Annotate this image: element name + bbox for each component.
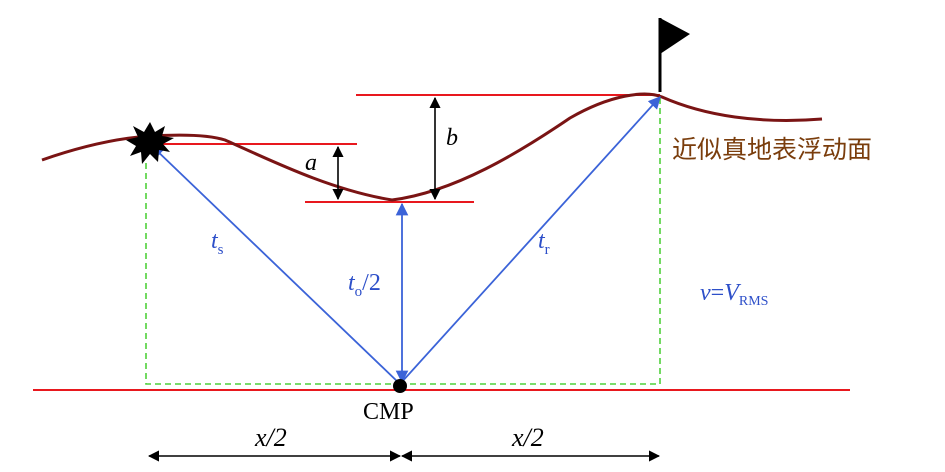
- ray-tr: [399, 96, 661, 385]
- label-a: a: [305, 150, 317, 176]
- dashed-guide-right: [400, 98, 661, 385]
- label-t0: to/2: [348, 270, 381, 300]
- label-ts: ts: [211, 228, 224, 258]
- label-b: b: [446, 125, 458, 151]
- dot-icon: [393, 379, 407, 393]
- velocity-label: v=VRMS: [700, 280, 768, 309]
- surface-label: 近似真地表浮动面: [672, 135, 872, 164]
- explosion-icon: [126, 122, 174, 164]
- label-tr: tr: [538, 228, 550, 258]
- label-cmp: CMP: [363, 399, 414, 425]
- dashed-guide-left: [145, 163, 400, 385]
- label-x-right: x/2: [511, 423, 544, 452]
- label-x-left: x/2: [254, 423, 287, 452]
- ray-ts: [151, 145, 401, 385]
- flag-icon: [658, 18, 690, 92]
